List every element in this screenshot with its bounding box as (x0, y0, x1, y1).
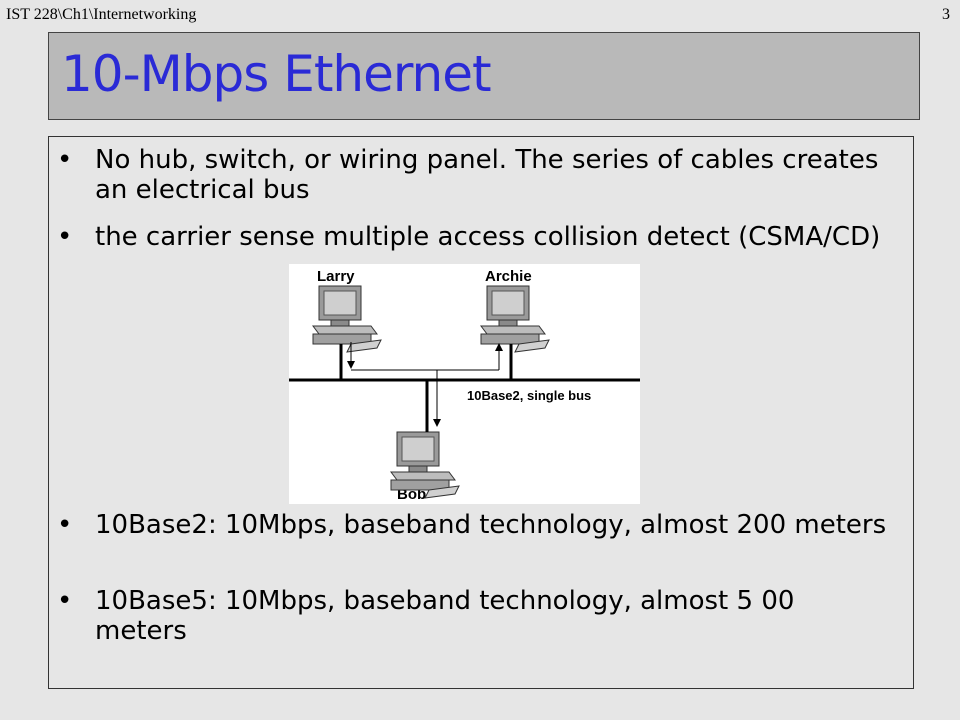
bullet-text: 10Base2: 10Mbps, baseband technology, al… (95, 510, 887, 540)
bullet-marker: • (57, 145, 73, 175)
title-bar: 10-Mbps Ethernet (48, 32, 920, 120)
label-archie: Archie (485, 268, 532, 285)
label-larry: Larry (317, 268, 355, 285)
bullet-text: the carrier sense multiple access collis… (95, 222, 881, 252)
bullet-text: 10Base5: 10Mbps, baseband technology, al… (95, 586, 795, 646)
bus-topology-diagram: Larry Archie Bob 10Base2, single bus (289, 268, 640, 503)
bullet-marker: • (57, 222, 73, 252)
bullet-marker: • (57, 586, 73, 616)
bullet-item: • the carrier sense multiple access coll… (57, 222, 887, 252)
course-header: IST 228\Ch1\Internetworking (6, 6, 197, 23)
content-box: • No hub, switch, or wiring panel. The s… (48, 136, 914, 689)
computer-icon (480, 285, 550, 353)
bullet-item: • No hub, switch, or wiring panel. The s… (57, 145, 887, 205)
computer-icon (390, 431, 460, 499)
page-number: 3 (942, 6, 950, 23)
label-bus: 10Base2, single bus (467, 388, 591, 403)
network-diagram: Larry Archie Bob 10Base2, single bus (289, 264, 640, 504)
computer-icon (312, 285, 382, 353)
bullet-item: • 10Base5: 10Mbps, baseband technology, … (57, 586, 887, 646)
slide-title: 10-Mbps Ethernet (61, 45, 492, 103)
bullet-marker: • (57, 510, 73, 540)
bullet-text: No hub, switch, or wiring panel. The ser… (95, 145, 879, 205)
bullet-item: • 10Base2: 10Mbps, baseband technology, … (57, 510, 887, 540)
